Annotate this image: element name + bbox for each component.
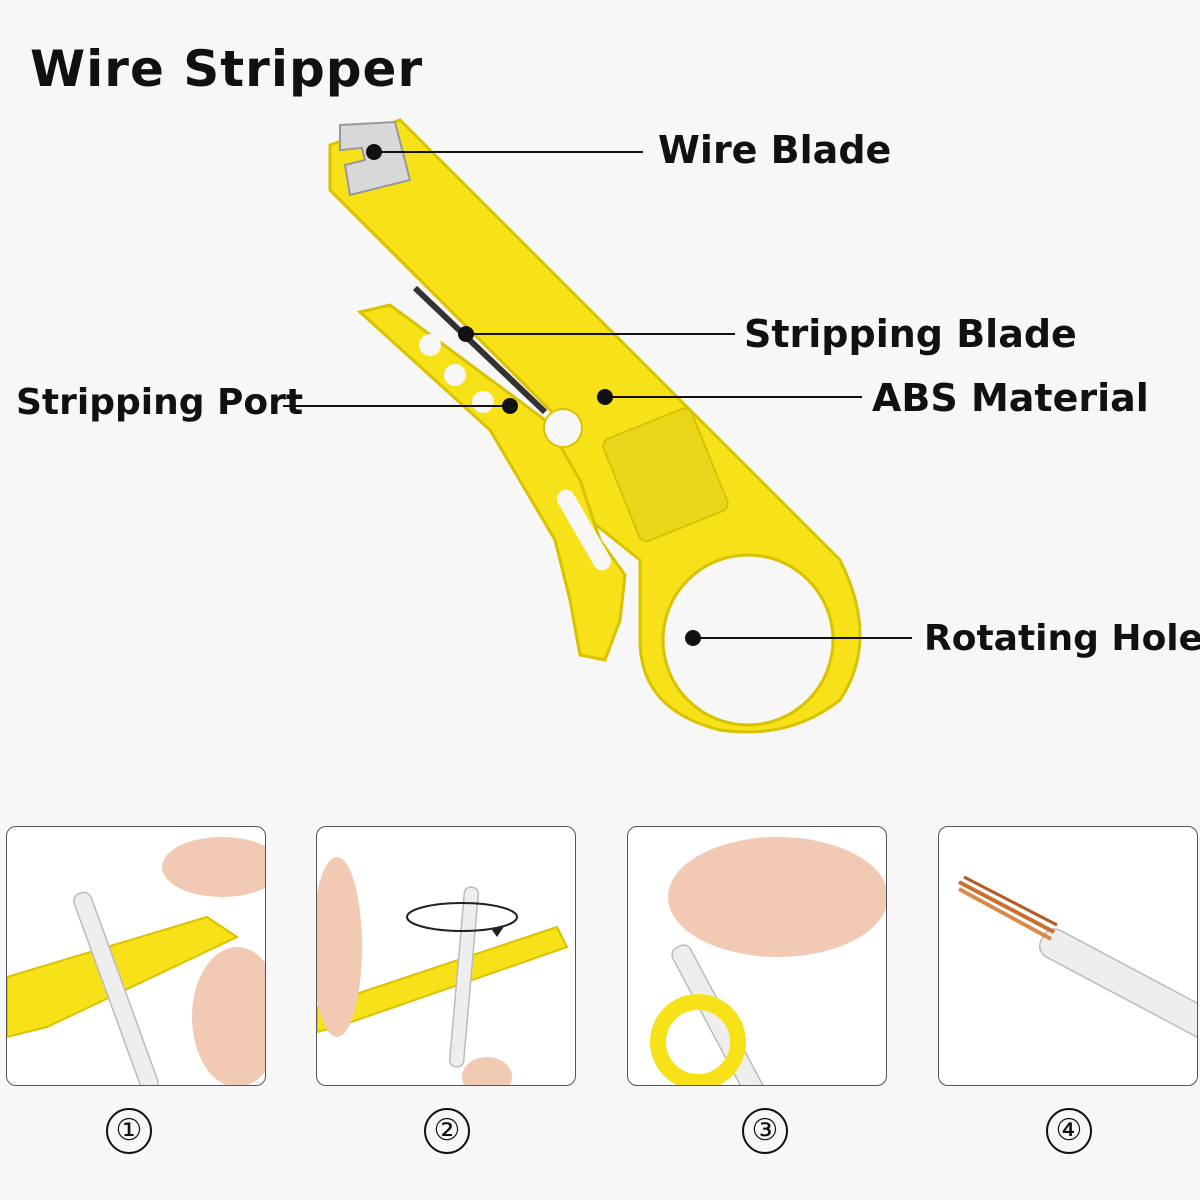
wire-stripper-illustration — [283, 118, 912, 734]
port-notch-1 — [419, 334, 441, 356]
step-number-3: ③ — [742, 1108, 788, 1154]
step-4-photo — [938, 826, 1198, 1086]
leader-stripping-blade — [458, 326, 735, 342]
step-number-1: ① — [106, 1108, 152, 1154]
callout-stripping-port: Stripping Port — [16, 382, 304, 423]
step-number-2: ② — [424, 1108, 470, 1154]
step-2-photo — [316, 826, 576, 1086]
step-1-photo — [6, 826, 266, 1086]
stripping-blade-edge — [412, 285, 548, 415]
leader-stripping-port — [283, 398, 518, 414]
leader-wire-blade — [366, 144, 643, 160]
page-title: Wire Stripper — [30, 40, 424, 98]
callout-rotating-hole: Rotating Hole — [924, 618, 1200, 659]
leader-rotating-hole — [685, 630, 912, 646]
body-recess — [602, 407, 729, 543]
port-notch-3 — [472, 391, 494, 413]
step-3-photo — [627, 826, 887, 1086]
callout-stripping-blade: Stripping Blade — [744, 312, 1077, 356]
leader-abs-material — [597, 389, 862, 405]
small-hole — [543, 408, 583, 448]
port-notch-2 — [444, 364, 466, 386]
callout-abs-material: ABS Material — [872, 376, 1149, 420]
body-slot — [557, 489, 611, 571]
rotating-hole — [661, 553, 835, 727]
callout-wire-blade: Wire Blade — [658, 128, 892, 172]
step-number-4: ④ — [1046, 1108, 1092, 1154]
